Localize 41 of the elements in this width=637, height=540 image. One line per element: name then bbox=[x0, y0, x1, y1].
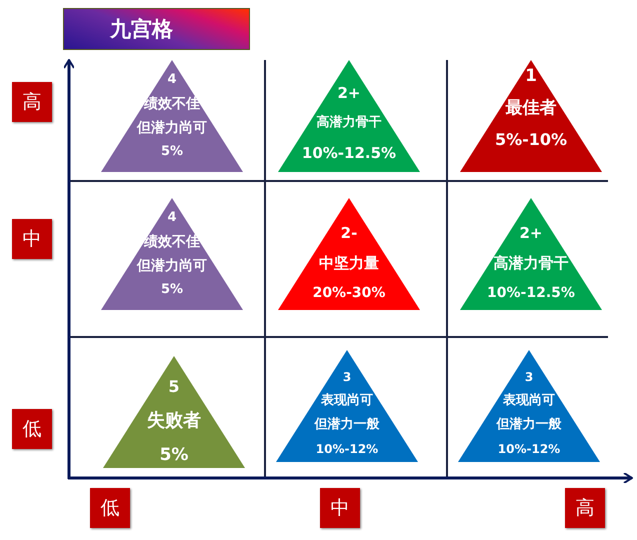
grade-percentage: 5% bbox=[160, 281, 184, 299]
grade-number: 3 bbox=[342, 369, 352, 386]
title-banner: 九宫格 bbox=[63, 8, 250, 50]
grade-triangle bbox=[101, 198, 243, 310]
level-label: 中 bbox=[12, 219, 52, 259]
level-label: 低 bbox=[12, 409, 52, 449]
grade-percentage: 20%-30% bbox=[312, 284, 386, 303]
grade-number: 4 bbox=[167, 209, 177, 227]
grade-description: 表现尚可但潜力一般 bbox=[496, 392, 562, 434]
level-label: 中 bbox=[320, 488, 360, 528]
grade-triangle bbox=[460, 198, 602, 310]
grade-triangle bbox=[101, 60, 243, 172]
grade-percentage: 10%-12.5% bbox=[302, 143, 396, 164]
level-label: 低 bbox=[90, 488, 130, 528]
grade-number: 3 bbox=[524, 369, 534, 386]
level-label: 高 bbox=[12, 82, 52, 122]
grade-number: 2- bbox=[340, 223, 358, 244]
grade-triangle bbox=[458, 350, 600, 462]
grade-triangle bbox=[278, 198, 420, 310]
grade-number: 1 bbox=[525, 65, 537, 88]
grade-description: 失败者 bbox=[147, 409, 201, 433]
grade-percentage: 10%-12.5% bbox=[487, 284, 575, 303]
grade-number: 2+ bbox=[337, 83, 360, 104]
grade-percentage: 5% bbox=[160, 143, 184, 161]
level-label: 高 bbox=[565, 488, 605, 528]
grade-percentage: 5%-10% bbox=[494, 129, 568, 151]
grade-description: 高潜力骨干 bbox=[316, 114, 382, 132]
grade-number: 5 bbox=[168, 376, 180, 398]
grade-percentage: 10%-12% bbox=[498, 441, 560, 458]
grade-description: 中坚力量 bbox=[319, 253, 379, 274]
grade-number: 2+ bbox=[519, 223, 542, 244]
grade-triangle bbox=[460, 60, 602, 172]
grade-triangle bbox=[278, 60, 420, 172]
grade-description: 最佳者 bbox=[506, 97, 556, 120]
grade-description: 高潜力骨干 bbox=[494, 253, 568, 274]
grade-triangle bbox=[103, 356, 245, 468]
grade-percentage: 5% bbox=[160, 444, 188, 467]
grade-percentage: 10%-12% bbox=[316, 441, 378, 458]
grade-number: 4 bbox=[167, 71, 177, 89]
grade-triangle bbox=[276, 350, 418, 462]
grade-description: 表现尚可但潜力一般 bbox=[314, 392, 380, 434]
